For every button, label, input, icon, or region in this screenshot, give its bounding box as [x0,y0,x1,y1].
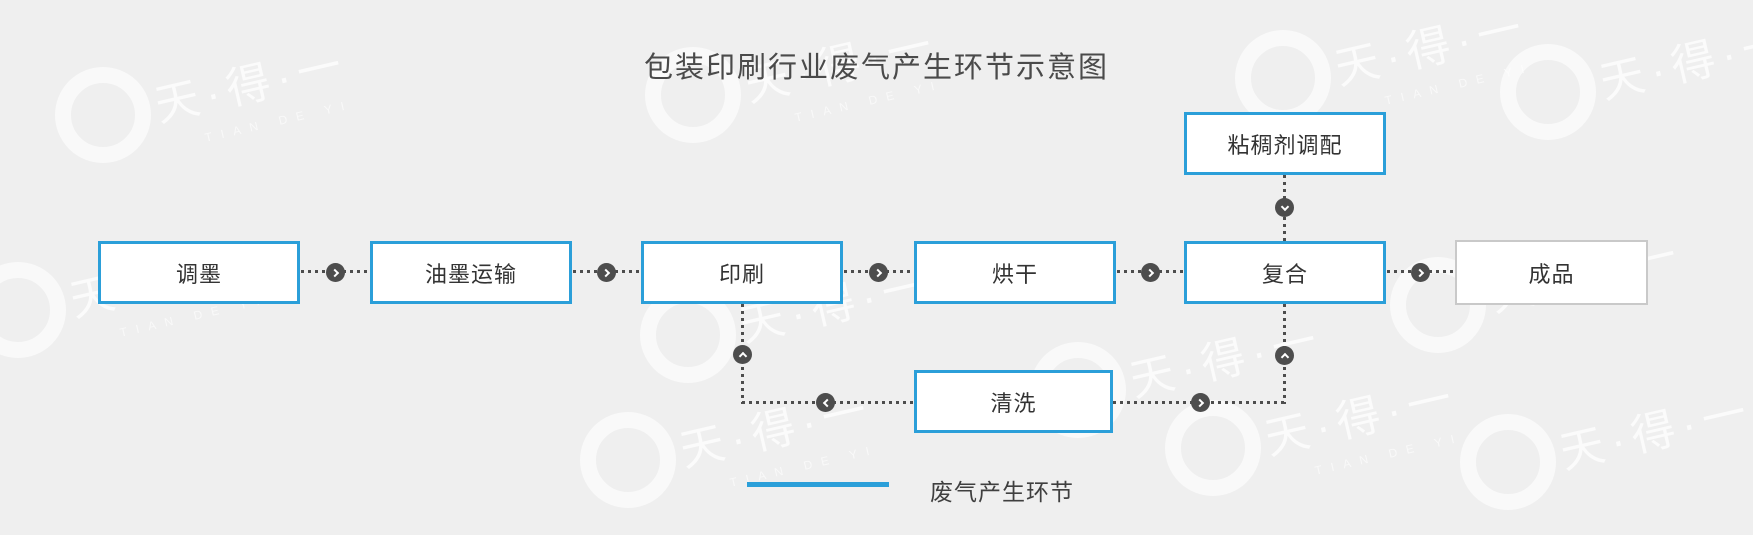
diagram-title: 包装印刷行业废气产生环节示意图 [643,52,1109,84]
watermark-logo-icon [1165,400,1261,496]
arrow-right-badge [597,263,616,282]
watermark-logo-icon [0,262,66,358]
arrow-up-badge [1275,346,1294,365]
node-cleaning: 清洗 [914,370,1113,433]
legend-waste-gas-label: 废气产生环节 [930,479,1074,505]
node-adhesive-mixing: 粘稠剂调配 [1184,112,1386,175]
watermark-text: 天·得·一 [675,384,878,477]
chevron-right-icon [1415,268,1424,277]
chevron-down-icon [1280,202,1289,211]
arrow-right-badge [1411,263,1430,282]
chevron-up-icon [1280,352,1289,361]
watermark-logo-icon [580,412,676,508]
arrow-right-badge [326,263,345,282]
watermark-text: 天·得·一 [1260,372,1463,465]
arrow-right-badge [869,263,888,282]
arrow-right-badge [1191,393,1210,412]
chevron-right-icon [873,268,882,277]
chevron-right-icon [1195,398,1204,407]
chevron-right-icon [330,268,339,277]
chevron-right-icon [1145,268,1154,277]
arrow-left-badge [816,393,835,412]
node-printing: 印刷 [641,241,843,304]
arrow-down-badge [1275,198,1294,217]
watermark-subtext: TIAN DE YI [1313,430,1465,478]
node-laminating: 复合 [1184,241,1386,304]
legend-waste-gas-line [747,482,889,487]
watermark-text: 天·得·一 [1555,386,1753,479]
arrow-up-badge [733,345,752,364]
node-finished-product: 成品 [1455,240,1648,305]
watermark-logo-icon [1460,414,1556,510]
chevron-up-icon [738,351,747,360]
node-ink-mixing: 调墨 [98,241,300,304]
watermark-text: 天·得·一 [1125,314,1328,407]
watermark-subtext: TIAN DE YI [203,97,355,145]
chevron-right-icon [601,268,610,277]
node-ink-transport: 油墨运输 [370,241,572,304]
arrow-right-badge [1141,263,1160,282]
chevron-left-icon [822,398,831,407]
node-drying: 烘干 [914,241,1116,304]
watermark: 天·得·一 [1460,386,1753,535]
